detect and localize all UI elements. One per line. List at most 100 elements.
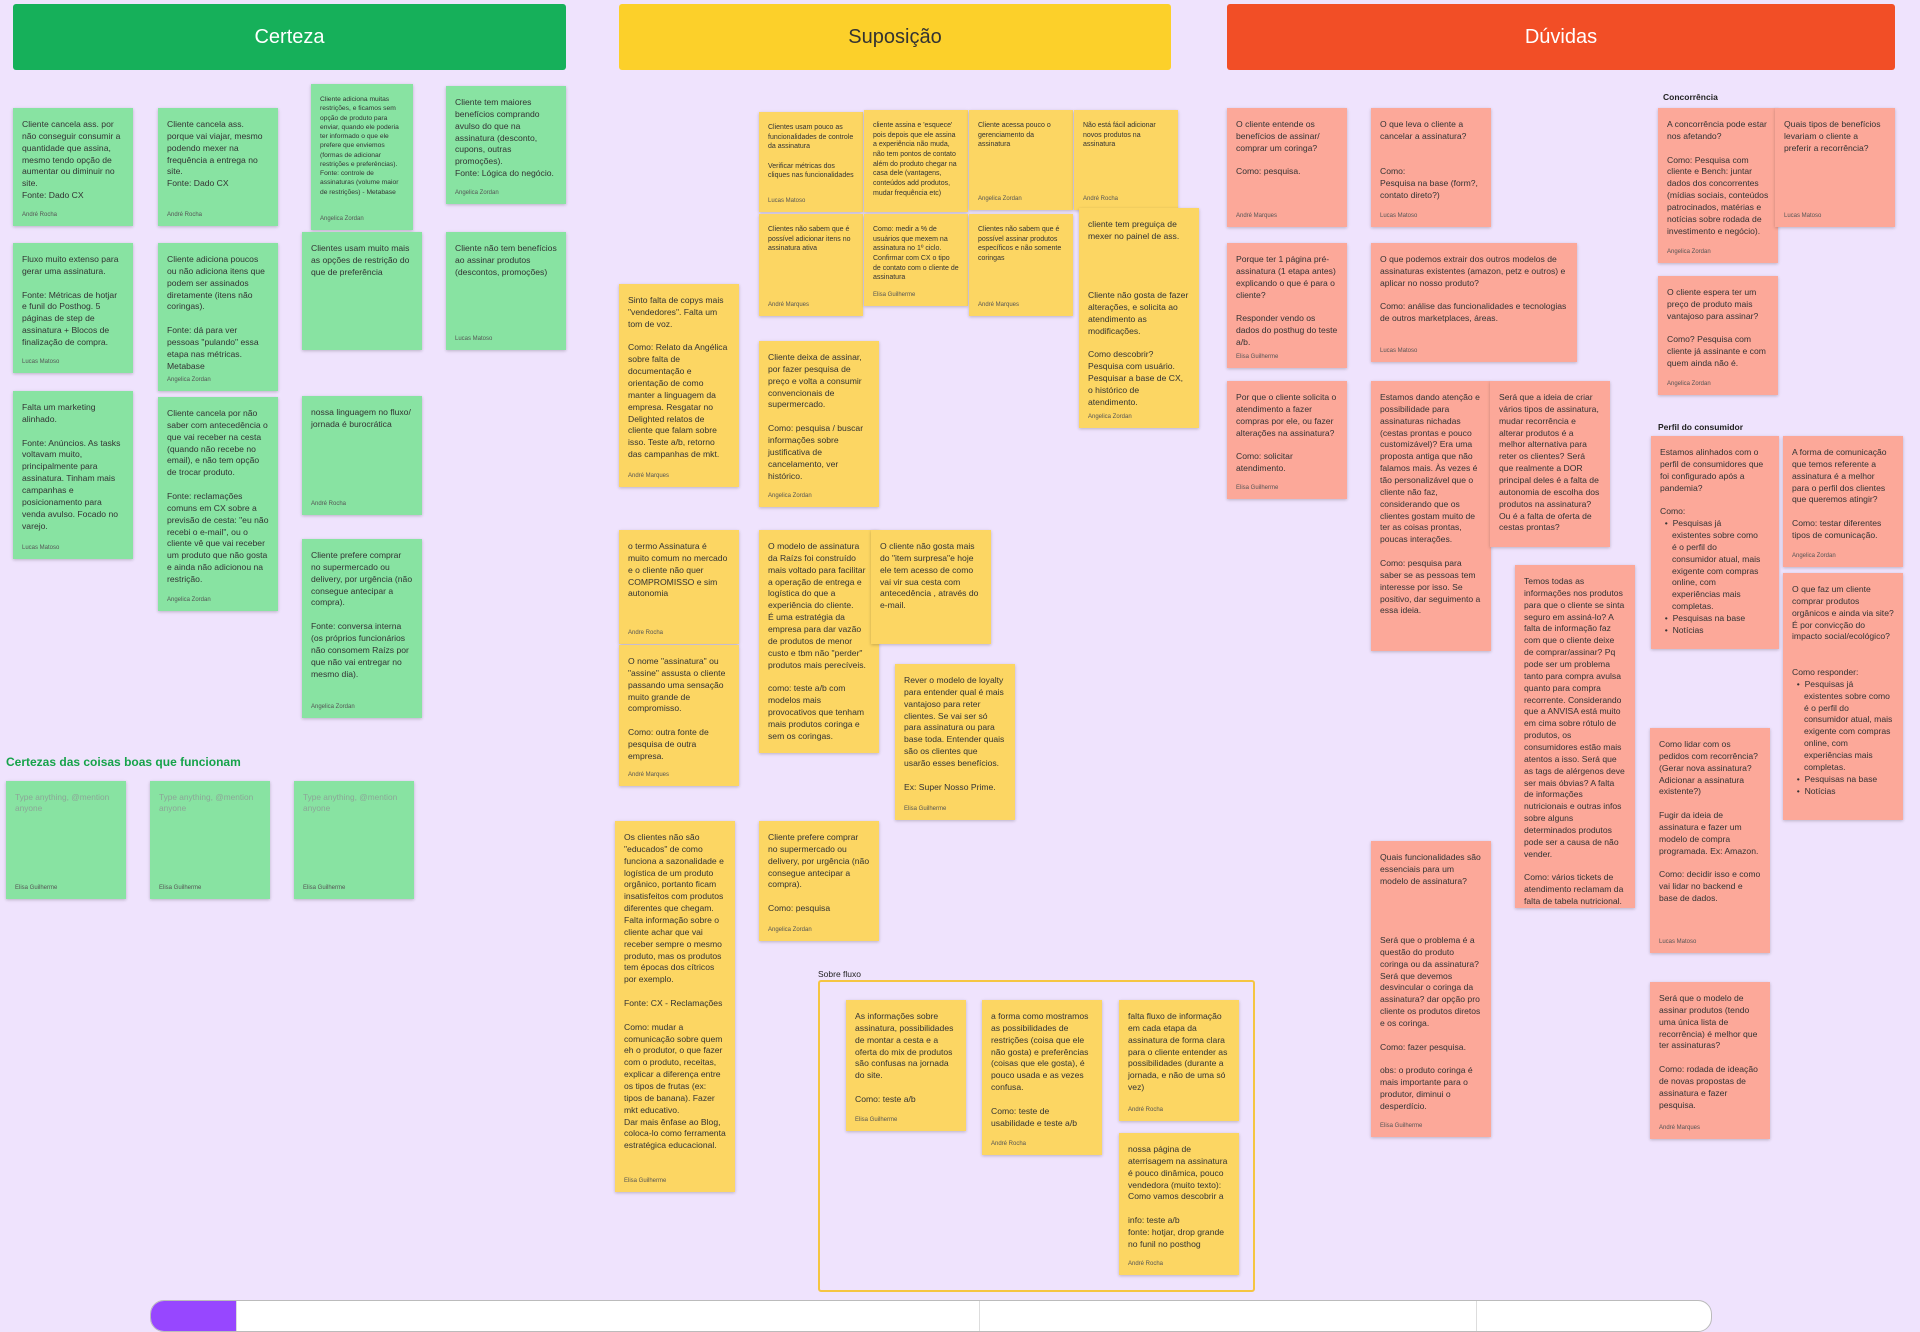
sticky-note[interactable]: Por que o cliente solicita o atendimento… bbox=[1227, 381, 1347, 499]
sticky-note[interactable]: O cliente não gosta mais do "item surpre… bbox=[871, 530, 991, 644]
sticky-note[interactable]: Cliente acessa pouco o gerenciamento da … bbox=[969, 110, 1073, 210]
note-text: Cliente tem maiores benefícios comprando… bbox=[455, 97, 554, 179]
sticky-note[interactable]: Clientes usam pouco as funcionalidades d… bbox=[759, 112, 863, 212]
sticky-note[interactable]: O cliente entende os benefícios de assin… bbox=[1227, 108, 1347, 227]
note-text: o termo Assinatura é muito comum no merc… bbox=[628, 541, 730, 599]
note-author: Angelica Zordan bbox=[978, 196, 1022, 202]
note-text: Cliente não tem benefícios ao assinar pr… bbox=[455, 243, 560, 277]
header-duvidas-label: Dúvidas bbox=[1524, 25, 1598, 48]
note-author: Angelica Zordan bbox=[1792, 553, 1836, 559]
note-text: A forma de comunicação que temos referen… bbox=[1792, 447, 1887, 541]
sticky-note[interactable]: O cliente espera ter um preço de produto… bbox=[1658, 276, 1778, 395]
note-author: Lucas Matoso bbox=[1784, 213, 1822, 219]
note-author: André Rocha bbox=[167, 212, 203, 218]
note-author: André Rocha bbox=[1128, 1107, 1164, 1113]
note-author: Andre Rocha bbox=[628, 630, 664, 636]
note-author: Lucas Matoso bbox=[1380, 348, 1418, 354]
sticky-note[interactable]: Cliente adiciona muitas restrições, e fi… bbox=[311, 84, 413, 230]
sticky-note[interactable]: O que podemos extrair dos outros modelos… bbox=[1371, 243, 1577, 362]
note-text: Cliente prefere comprar no supermercado … bbox=[311, 550, 413, 679]
bottom-toolbar[interactable] bbox=[150, 1300, 1712, 1332]
note-text: O cliente espera ter um preço de produto… bbox=[1667, 287, 1766, 369]
note-author: Elisa Guilherme bbox=[904, 806, 947, 812]
toolbar-section-right[interactable] bbox=[1476, 1301, 1711, 1331]
header-certeza-label: Certeza bbox=[254, 25, 325, 48]
note-author: Angelica Zordan bbox=[167, 597, 211, 603]
sticky-note[interactable]: Os clientes não são "educados" de como f… bbox=[615, 821, 735, 1192]
sticky-note[interactable]: O nome "assinatura" ou "assine" assusta … bbox=[619, 645, 739, 786]
toolbar-section-middle[interactable] bbox=[979, 1301, 1477, 1331]
sticky-note[interactable]: Quais tipos de benefícios levariam o cli… bbox=[1775, 108, 1895, 227]
sticky-note[interactable]: Quais funcionalidades são essenciais par… bbox=[1371, 841, 1491, 1137]
note-text: O cliente entende os benefícios de assin… bbox=[1236, 119, 1320, 177]
sticky-note[interactable]: nossa linguagem no fluxo/ jornada é buro… bbox=[302, 396, 422, 515]
section-label-perfil-consumidor: Perfil do consumidor bbox=[1658, 422, 1744, 432]
note-placeholder-text: Type anything, @mention anyone bbox=[159, 792, 256, 814]
note-author: André Rocha bbox=[1128, 1261, 1164, 1267]
note-author: Elisa Guilherme bbox=[624, 1178, 667, 1184]
sticky-note[interactable]: Temos todas as informações nos produtos … bbox=[1515, 565, 1635, 908]
sticky-note[interactable]: Cliente adiciona poucos ou não adiciona … bbox=[158, 243, 278, 391]
note-author: André Marques bbox=[1236, 213, 1278, 219]
sticky-note[interactable]: cliente tem preguiça de mexer no painel … bbox=[1079, 208, 1199, 428]
toolbar-active-tool[interactable] bbox=[151, 1301, 237, 1331]
note-author: Lucas Matoso bbox=[22, 545, 60, 551]
sticky-note[interactable]: Cliente deixa de assinar, por fazer pesq… bbox=[759, 341, 879, 507]
sticky-note[interactable]: Como lidar com os pedidos com recorrênci… bbox=[1650, 728, 1770, 953]
note-text: Estamos alinhados com o perfil de consum… bbox=[1660, 447, 1764, 635]
sticky-note[interactable]: nossa página de aterrisagem na assinatur… bbox=[1119, 1133, 1239, 1275]
sticky-note[interactable]: Cliente prefere comprar no supermercado … bbox=[759, 821, 879, 941]
sticky-note[interactable]: Falta um marketing alinhado. Fonte: Anún… bbox=[13, 391, 133, 559]
sticky-note[interactable]: Clientes usam muito mais as opções de re… bbox=[302, 232, 422, 350]
note-author: Angelica Zordan bbox=[1667, 249, 1711, 255]
sticky-note[interactable]: Como: medir a % de usuários que mexem na… bbox=[864, 214, 968, 306]
sobre-fluxo-frame[interactable] bbox=[818, 980, 1255, 1292]
sticky-note[interactable]: Cliente prefere comprar no supermercado … bbox=[302, 539, 422, 718]
sticky-note[interactable]: As informações sobre assinatura, possibi… bbox=[846, 1000, 966, 1131]
note-author: Lucas Matoso bbox=[768, 198, 806, 204]
sticky-note[interactable]: A concorrência pode estar nos afetando? … bbox=[1658, 108, 1778, 263]
sticky-note[interactable]: Será que a ideia de criar vários tipos d… bbox=[1490, 381, 1610, 547]
sticky-note[interactable]: Fluxo muito extenso para gerar uma assin… bbox=[13, 243, 133, 373]
sticky-note[interactable]: Será que o modelo de assinar produtos (t… bbox=[1650, 982, 1770, 1139]
toolbar-section-left[interactable] bbox=[236, 1301, 980, 1331]
sticky-note[interactable]: Não está fácil adicionar novos produtos … bbox=[1074, 110, 1178, 210]
sticky-note[interactable]: Clientes não sabem que é possível assina… bbox=[969, 214, 1073, 316]
sticky-note[interactable]: a forma como mostramos as possibilidades… bbox=[982, 1000, 1102, 1155]
sticky-note[interactable]: O modelo de assinatura da Raízs foi cons… bbox=[759, 530, 879, 753]
note-author: Elisa Guilherme bbox=[1236, 485, 1279, 491]
note-text: Temos todas as informações nos produtos … bbox=[1524, 576, 1625, 907]
header-certeza[interactable]: Certeza bbox=[13, 4, 566, 70]
sticky-note[interactable]: Rever o modelo de loyalty para entender … bbox=[895, 664, 1015, 820]
sticky-note[interactable]: O que faz um cliente comprar produtos or… bbox=[1783, 573, 1903, 820]
sticky-note[interactable]: Cliente tem maiores benefícios comprando… bbox=[446, 86, 566, 204]
header-suposicao[interactable]: Suposição bbox=[619, 4, 1171, 70]
sticky-note[interactable]: Cliente não tem benefícios ao assinar pr… bbox=[446, 232, 566, 350]
sticky-note[interactable]: Clientes não sabem que é possível adicio… bbox=[759, 214, 863, 316]
sticky-note[interactable]: Cliente cancela ass. porque vai viajar, … bbox=[158, 108, 278, 226]
sticky-note[interactable]: Estamos dando atenção e possibilidade pa… bbox=[1371, 381, 1491, 651]
sticky-note[interactable]: Estamos alinhados com o perfil de consum… bbox=[1651, 436, 1779, 649]
note-text: Cliente adiciona muitas restrições, e fi… bbox=[320, 96, 401, 196]
sticky-note[interactable]: o termo Assinatura é muito comum no merc… bbox=[619, 530, 739, 644]
note-text: O que leva o cliente a cancelar a assina… bbox=[1380, 119, 1478, 201]
sticky-note[interactable]: A forma de comunicação que temos referen… bbox=[1783, 436, 1903, 567]
note-author: Angelica Zordan bbox=[320, 216, 364, 222]
note-text: Porque ter 1 página pré-assinatura (1 et… bbox=[1236, 254, 1338, 348]
sticky-note[interactable]: Porque ter 1 página pré-assinatura (1 et… bbox=[1227, 243, 1347, 368]
sticky-note[interactable]: Sinto falta de copys mais "vendedores". … bbox=[619, 284, 739, 487]
note-text: Como: medir a % de usuários que mexem na… bbox=[873, 226, 961, 282]
sticky-note[interactable]: O que leva o cliente a cancelar a assina… bbox=[1371, 108, 1491, 227]
sticky-note[interactable]: Cliente cancela ass. por não conseguir c… bbox=[13, 108, 133, 226]
sticky-note[interactable]: Cliente cancela por não saber com antece… bbox=[158, 397, 278, 611]
note-text: Quais funcionalidades são essenciais par… bbox=[1380, 852, 1481, 1112]
sticky-note[interactable]: falta fluxo de informação em cada etapa … bbox=[1119, 1000, 1239, 1121]
sticky-note[interactable]: cliente assina e 'esquece' pois depois q… bbox=[864, 110, 968, 212]
note-text: Os clientes não são "educados" de como f… bbox=[624, 832, 726, 1151]
header-duvidas[interactable]: Dúvidas bbox=[1227, 4, 1895, 70]
note-author: Elisa Guilherme bbox=[855, 1117, 898, 1123]
